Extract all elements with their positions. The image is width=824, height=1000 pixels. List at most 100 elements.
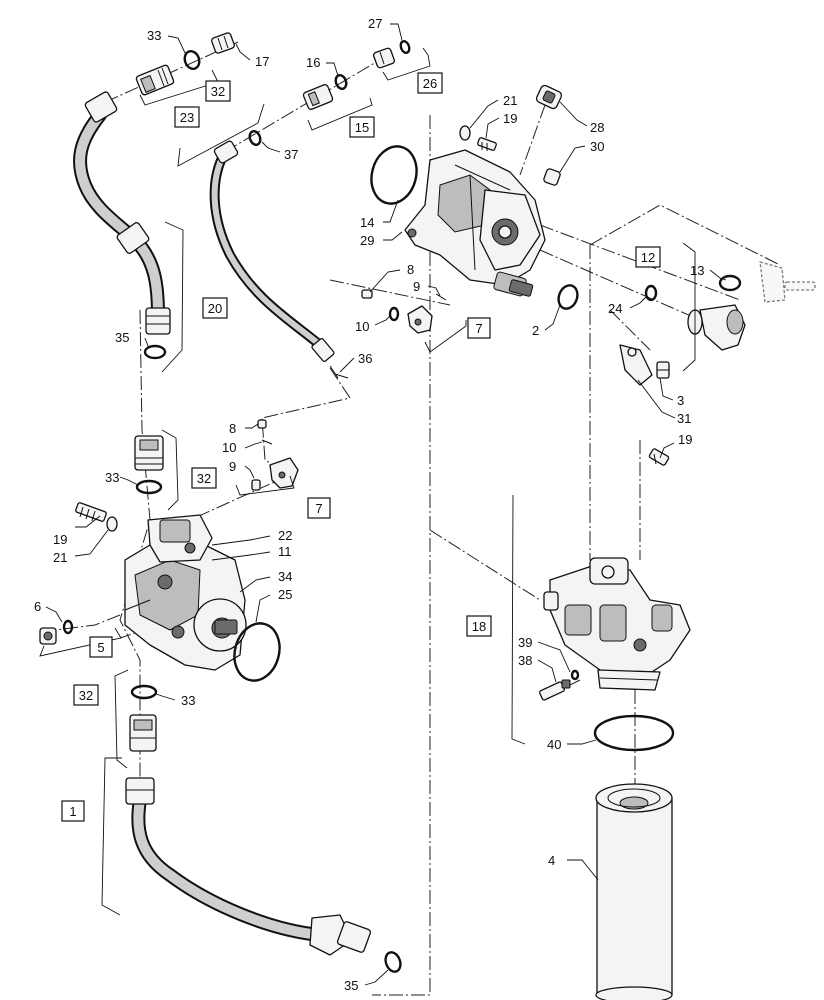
plug-6: [39, 627, 57, 645]
o-ring-16: [334, 74, 348, 90]
callout-19-top: 19: [503, 111, 517, 126]
callout-39: 39: [518, 635, 532, 650]
callout-17: 17: [255, 54, 269, 69]
clamp-31: [619, 344, 653, 386]
callout-33-top: 33: [147, 28, 161, 43]
callout-6: 6: [34, 599, 41, 614]
callout-31: 31: [677, 411, 691, 426]
callout-25: 25: [278, 587, 292, 602]
callout-32-mid: 32: [197, 471, 211, 486]
washer-21-top: [459, 125, 471, 141]
seal-36: [334, 373, 349, 379]
elbow-adapter-12: [687, 304, 746, 351]
filter-head-18: [543, 557, 691, 691]
o-ring-14: [370, 145, 418, 205]
adapter-fitting-32-top: [135, 64, 175, 96]
callout-30: 30: [590, 139, 604, 154]
callout-19-left: 19: [53, 532, 67, 547]
callout-18: 18: [472, 619, 486, 634]
callout-19-right: 19: [678, 432, 692, 447]
group-brackets: [39, 47, 696, 916]
callout-22: 22: [278, 528, 292, 543]
plug-30: [543, 168, 561, 186]
callout-15: 15: [355, 120, 369, 135]
callout-32-top: 32: [211, 84, 225, 99]
callout-21-top: 21: [503, 93, 517, 108]
o-ring-24: [644, 284, 658, 302]
callout-28: 28: [590, 120, 604, 135]
callout-32-bottom: 32: [79, 688, 93, 703]
callout-13: 13: [690, 263, 704, 278]
callout-10-top: 10: [355, 319, 369, 334]
callout-20: 20: [208, 301, 222, 316]
o-ring-27: [399, 39, 411, 55]
pump-assembly-top: [404, 149, 546, 297]
bolt-19-right: [648, 448, 670, 466]
callout-29: 29: [360, 233, 374, 248]
o-ring-37: [248, 130, 262, 146]
bolt-19-left: [75, 502, 107, 522]
callout-21-left: 21: [53, 550, 67, 565]
adapter-fitting-32-mid: [134, 435, 164, 471]
callout-1: 1: [69, 804, 76, 819]
fitting-17: [211, 32, 235, 54]
hose-assembly-20: [73, 91, 171, 335]
callout-27: 27: [368, 16, 382, 31]
filter-element-4: [595, 783, 673, 1000]
callout-4: 4: [548, 853, 555, 868]
callout-26: 26: [423, 76, 437, 91]
elbow-fitting-7-top: [407, 305, 433, 334]
o-ring-6: [62, 619, 74, 635]
o-ring-33-mid: [135, 479, 163, 495]
callout-34: 34: [278, 569, 292, 584]
o-ring-33-bottom: [130, 684, 158, 700]
callout-10-lower: 10: [222, 440, 236, 455]
callout-5: 5: [97, 640, 104, 655]
o-ring-2: [557, 284, 579, 310]
o-ring-33-top: [183, 50, 201, 70]
callout-9-lower: 9: [229, 459, 236, 474]
callout-3: 3: [677, 393, 684, 408]
adapter-fitting-32-bottom: [129, 714, 157, 752]
callout-9-top: 9: [413, 279, 420, 294]
callout-35-top: 35: [115, 330, 129, 345]
o-ring-25: [233, 622, 281, 682]
seal-40: [593, 714, 675, 752]
bolt-19-top: [477, 137, 497, 151]
hose-assembly-23: [209, 140, 339, 379]
plug-28: [535, 84, 563, 110]
o-ring-35-bottom: [384, 951, 402, 973]
washer-21-left: [106, 516, 118, 532]
leader-lines: [45, 23, 727, 986]
o-ring-35-top: [143, 344, 167, 360]
callout-8-top: 8: [407, 262, 414, 277]
callout-23: 23: [180, 110, 194, 125]
adapter-fitting-15: [302, 84, 334, 110]
o-ring-10-top: [388, 306, 400, 322]
callout-38: 38: [518, 653, 532, 668]
callout-33-bottom: 33: [181, 693, 195, 708]
bolt-3: [656, 361, 670, 379]
callout-37: 37: [284, 147, 298, 162]
hose-assembly-1: [125, 777, 372, 956]
callout-24: 24: [608, 301, 622, 316]
callout-36: 36: [358, 351, 372, 366]
callout-2: 2: [532, 323, 539, 338]
callout-33-mid: 33: [105, 470, 119, 485]
callout-35-bottom: 35: [344, 978, 358, 993]
fitting-27: [373, 47, 395, 69]
fitting-8-top: [361, 289, 373, 299]
boxed-callouts: 32 26 23 15 20 7 12 32 7 5 18 32 1: [61, 72, 661, 822]
plain-callouts: 33 17 27 16 37 21 19 28 30 14 29 8 9 10 …: [34, 16, 704, 993]
seal-9-top: [435, 293, 447, 301]
sensor-38: [539, 679, 571, 701]
callout-14: 14: [360, 215, 374, 230]
callout-7-top: 7: [475, 321, 482, 336]
callout-11: 11: [278, 544, 292, 559]
callout-8-lower: 8: [229, 421, 236, 436]
callout-7-lower: 7: [315, 501, 322, 516]
ghost-clamp-right: [759, 261, 816, 303]
o-ring-13: [718, 274, 742, 292]
callout-40: 40: [547, 737, 561, 752]
